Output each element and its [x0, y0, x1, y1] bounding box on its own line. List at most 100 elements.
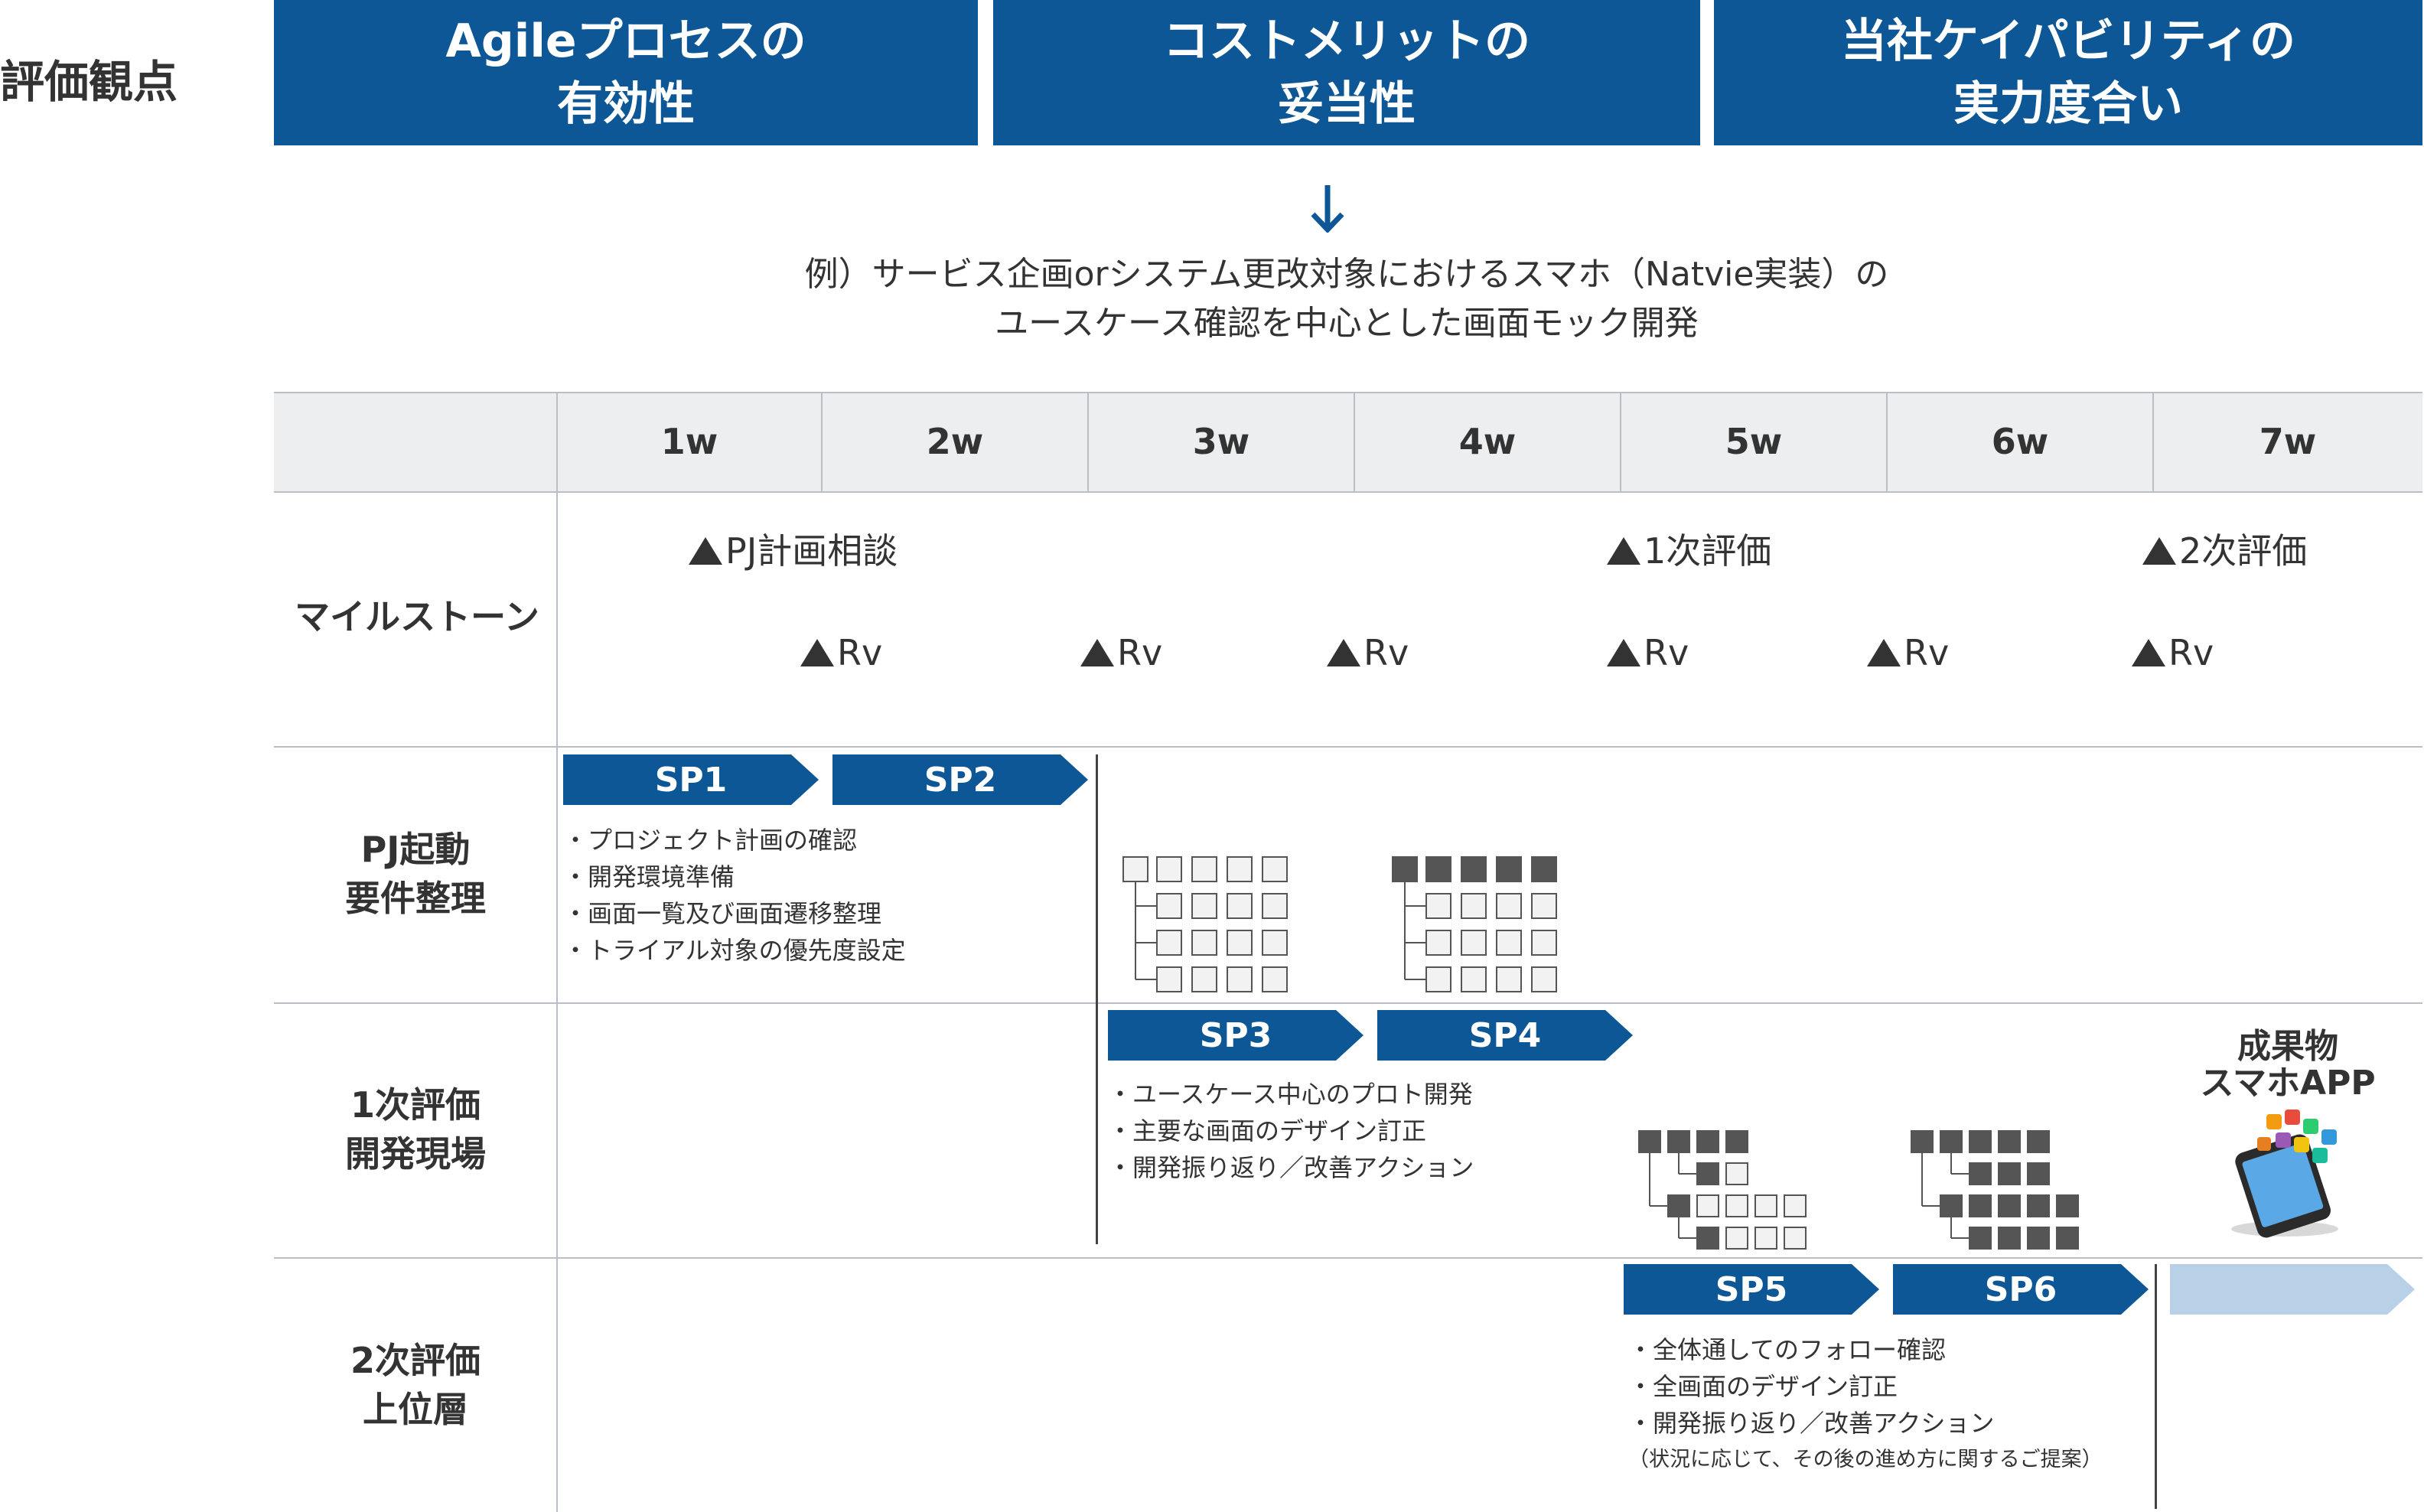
grid-line: [2152, 392, 2154, 491]
header-box-line2: 実力度合い: [1953, 77, 2183, 131]
week-label: 1w: [660, 421, 718, 462]
grid-line: [274, 746, 2422, 748]
row-label-line1: 1次評価: [350, 1084, 481, 1126]
sprint-arrow-sp3: SP3: [1108, 1010, 1364, 1061]
deliverable-line2: スマホAPP: [2200, 1064, 2376, 1103]
sprint-label: SP2: [924, 760, 997, 800]
note-item: ・プロジェクト計画の確認: [563, 826, 858, 855]
sprint-label: SP4: [1468, 1015, 1542, 1055]
note-item: ・画面一覧及び画面遷移整理: [563, 899, 882, 928]
notes-pj: ・プロジェクト計画の確認 ・開発環境準備 ・画面一覧及び画面遷移整理 ・トライア…: [563, 822, 906, 969]
grid-line: [274, 392, 2422, 393]
note-item: ・開発振り返り／改善アクション: [1108, 1153, 1474, 1182]
week-label: 3w: [1192, 421, 1250, 462]
evaluation-label: 評価観点: [0, 56, 178, 108]
note-item: ・ユースケース中心のプロト開発: [1108, 1080, 1473, 1109]
note-item: ・開発環境準備: [563, 862, 735, 891]
milestone-rv: Rv: [1080, 632, 1162, 673]
down-arrow-icon: [1311, 185, 1344, 233]
sprint-arrow-sp4: SP4: [1377, 1010, 1633, 1061]
triangle-icon: [2142, 537, 2176, 565]
example-line1: 例）サービス企画orシステム更改対象におけるスマホ（Natvie実装）の: [804, 255, 1889, 294]
header-box-agile: Agileプロセスの 有効性: [274, 0, 978, 145]
milestone-label: Rv: [837, 632, 883, 673]
example-line2: ユースケース確認を中心とした画面モック開発: [995, 304, 1699, 343]
smartphone-app-icon: [2231, 1110, 2338, 1238]
header-box-line1: Agileプロセスの: [445, 15, 806, 68]
note-item-small: （状況に応じて、その後の進め方に関するご提案）: [1628, 1448, 2103, 1471]
phase-divider: [2155, 1264, 2157, 1509]
week-label: 2w: [926, 421, 984, 462]
header-box-capability: 当社ケイパビリティの 実力度合い: [1714, 0, 2422, 145]
week-header-row: [274, 392, 2422, 491]
triangle-icon: [1867, 639, 1901, 666]
grid-line: [556, 392, 558, 1512]
milestone-rv: Rv: [1327, 632, 1409, 673]
sprint-label: SP3: [1199, 1015, 1272, 1055]
row-label-first-eval: 1次評価 開発現場: [274, 1080, 557, 1178]
milestone-label: Rv: [1117, 632, 1163, 673]
phase-divider: [1096, 754, 1098, 1244]
triangle-icon: [1080, 639, 1114, 666]
sprint-arrow-sp1: SP1: [563, 754, 819, 805]
milestone-label: Rv: [2168, 632, 2214, 673]
triangle-icon: [1607, 537, 1640, 565]
sprint-arrow-sp2: SP2: [832, 754, 1088, 805]
screen-tree-complete-icon: [1911, 1130, 2079, 1250]
triangle-icon: [1607, 639, 1640, 666]
week-label: 7w: [2259, 421, 2317, 462]
sprint-arrow-sp6: SP6: [1893, 1264, 2149, 1315]
row-label-line1: 2次評価: [350, 1340, 481, 1381]
grid-line: [1354, 392, 1355, 491]
milestone-label: Rv: [1644, 632, 1689, 673]
deliverable-label: 成果物 スマホAPP: [2173, 1028, 2403, 1102]
triangle-icon: [1327, 639, 1360, 666]
milestone-rv: Rv: [800, 632, 882, 673]
row-label-line1: PJ起動: [360, 829, 471, 870]
header-box-line1: 当社ケイパビリティの: [1841, 15, 2295, 68]
grid-line: [274, 1257, 2422, 1259]
grid-line: [1886, 392, 1888, 491]
row-label-second-eval: 2次評価 上位層: [274, 1336, 557, 1434]
row-label-line2: 開発現場: [345, 1133, 486, 1175]
milestone-rv: Rv: [1607, 632, 1689, 673]
header-box-line1: コストメリットの: [1163, 15, 1530, 68]
header-box-line2: 妥当性: [1278, 77, 1416, 131]
milestone-first-review: 1次評価: [1607, 523, 1771, 574]
header-box-cost: コストメリットの 妥当性: [993, 0, 1700, 145]
row-label-line2: 上位層: [363, 1389, 468, 1430]
grid-line: [274, 1002, 2422, 1004]
row-label-pj: PJ起動 要件整理: [274, 825, 557, 923]
week-label: 6w: [1991, 421, 2049, 462]
milestone-rv: Rv: [1867, 632, 1949, 673]
milestone-label: Rv: [1904, 632, 1950, 673]
grid-line: [821, 392, 823, 491]
note-item: ・トライアル対象の優先度設定: [563, 936, 906, 965]
milestone-pj-plan: PJ計画相談: [689, 523, 898, 574]
note-item: ・全画面のデザイン訂正: [1628, 1372, 1898, 1401]
sprint-label: SP6: [1984, 1269, 2057, 1309]
grid-line: [274, 491, 2422, 493]
note-item: ・全体通してのフォロー確認: [1628, 1335, 1947, 1364]
sprint-arrow-sp5: SP5: [1624, 1264, 1879, 1315]
sprint-label: SP5: [1715, 1269, 1788, 1309]
row-label-milestone: マイルストーン: [295, 596, 539, 637]
note-item: ・主要な画面のデザイン訂正: [1108, 1116, 1427, 1145]
notes-second-eval: ・全体通してのフォロー確認 ・全画面のデザイン訂正 ・開発振り返り／改善アクショ…: [1628, 1331, 2103, 1478]
row-label-line2: 要件整理: [345, 878, 486, 919]
screen-tree-progress-icon: [1638, 1130, 1807, 1250]
header-box-line2: 有効性: [557, 77, 695, 131]
milestone-rv: Rv: [2132, 632, 2214, 673]
triangle-icon: [800, 639, 834, 666]
note-item: ・開発振り返り／改善アクション: [1628, 1409, 1995, 1438]
screen-tree-empty-icon: [1122, 856, 1288, 992]
milestone-label: 2次評価: [2179, 530, 2308, 572]
continuation-arrow: [2170, 1264, 2415, 1315]
week-label: 5w: [1725, 421, 1783, 462]
milestone-label: Rv: [1364, 632, 1409, 673]
milestone-label: 1次評価: [1644, 530, 1772, 572]
milestone-second-review: 2次評価: [2142, 523, 2307, 574]
triangle-icon: [2132, 639, 2165, 666]
milestone-label: PJ計画相談: [725, 530, 898, 572]
triangle-icon: [689, 537, 722, 565]
